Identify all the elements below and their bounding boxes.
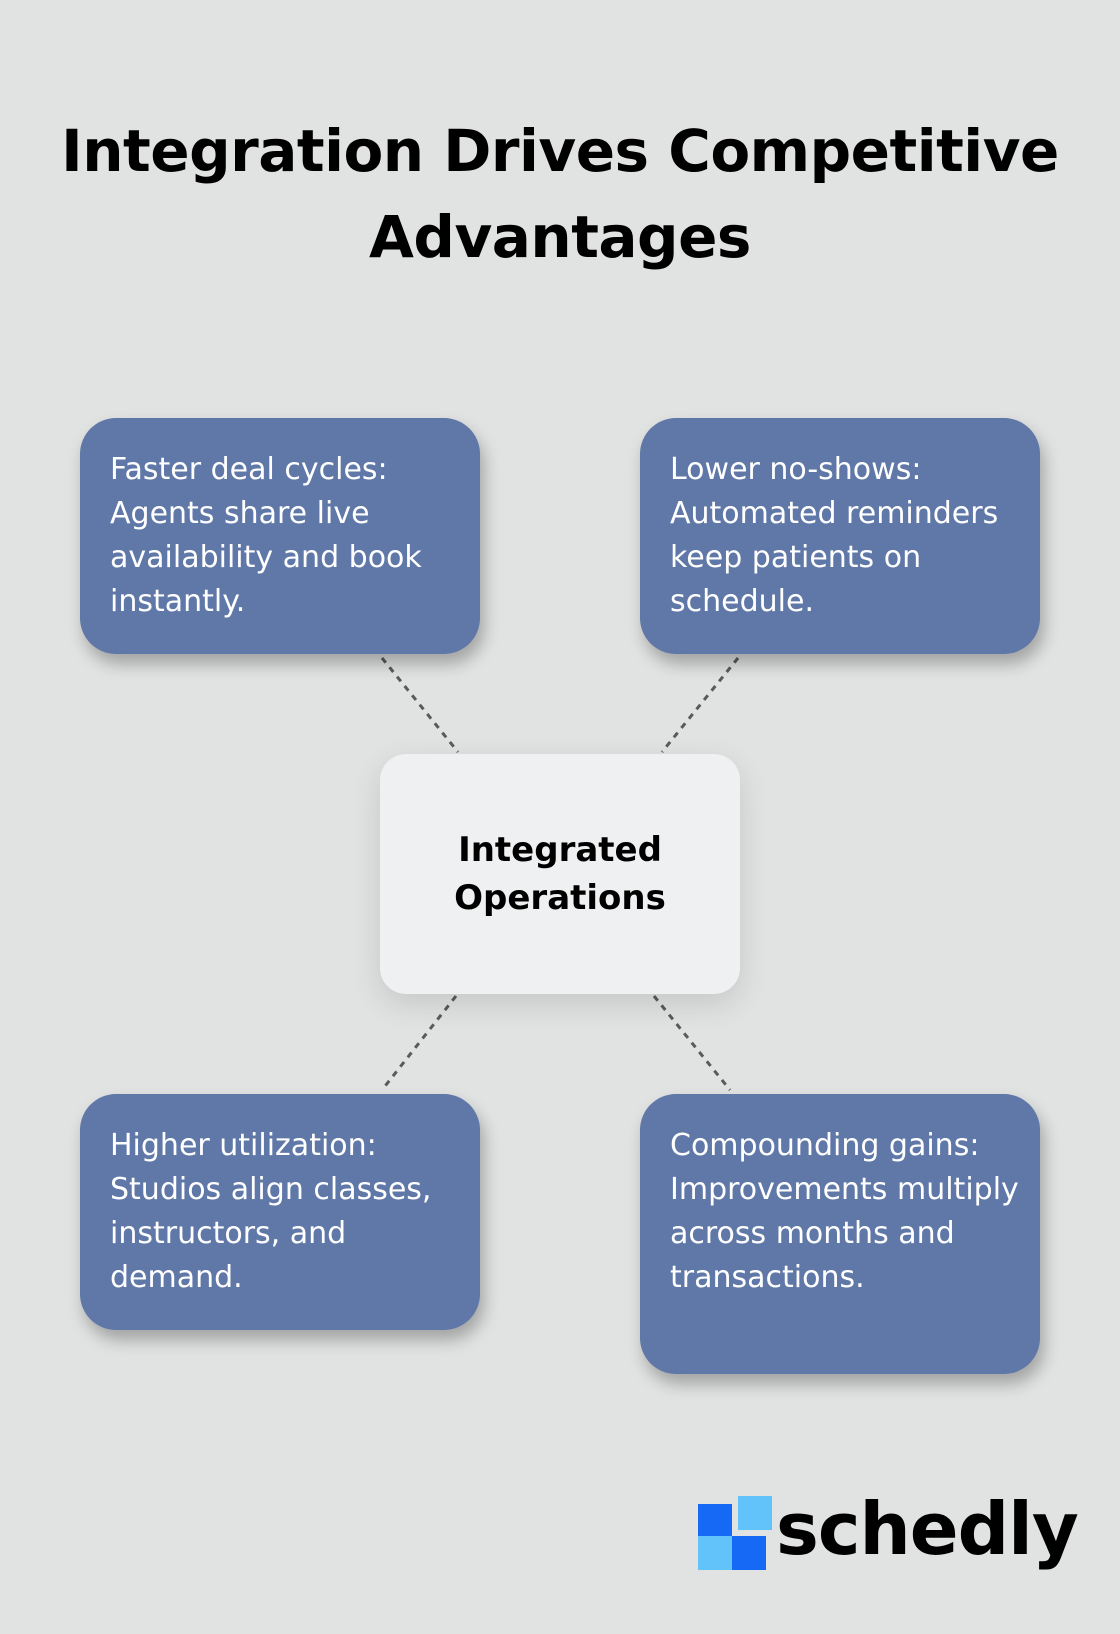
- connector-top-right: [660, 657, 740, 753]
- brand-wordmark: schedly: [776, 1487, 1079, 1571]
- connector-bottom-left: [380, 995, 458, 1091]
- card-compounding-gains: Compounding gains: Improvements multiply…: [640, 1094, 1040, 1374]
- page-title: Integration Drives Competitive Advantage…: [61, 117, 1059, 271]
- schedly-logo-icon: [698, 1496, 772, 1570]
- connector-top-left: [380, 657, 460, 753]
- card-faster-deal-cycles: Faster deal cycles: Agents share live av…: [80, 418, 480, 654]
- hub-label: Integrated Operations: [454, 830, 666, 918]
- card-text: Higher utilization: Studios align classe…: [110, 1128, 432, 1295]
- card-text: Lower no-shows: Automated reminders keep…: [670, 452, 999, 619]
- card-text: Faster deal cycles: Agents share live av…: [110, 452, 422, 619]
- brand-logo: schedly: [698, 1487, 1079, 1580]
- card-higher-utilization: Higher utilization: Studios align classe…: [80, 1094, 480, 1330]
- card-lower-no-shows: Lower no-shows: Automated reminders keep…: [640, 418, 1040, 654]
- connector-bottom-right: [652, 995, 732, 1091]
- card-text: Compounding gains: Improvements multiply…: [670, 1128, 1019, 1295]
- hub-integrated-operations: Integrated Operations: [380, 754, 740, 994]
